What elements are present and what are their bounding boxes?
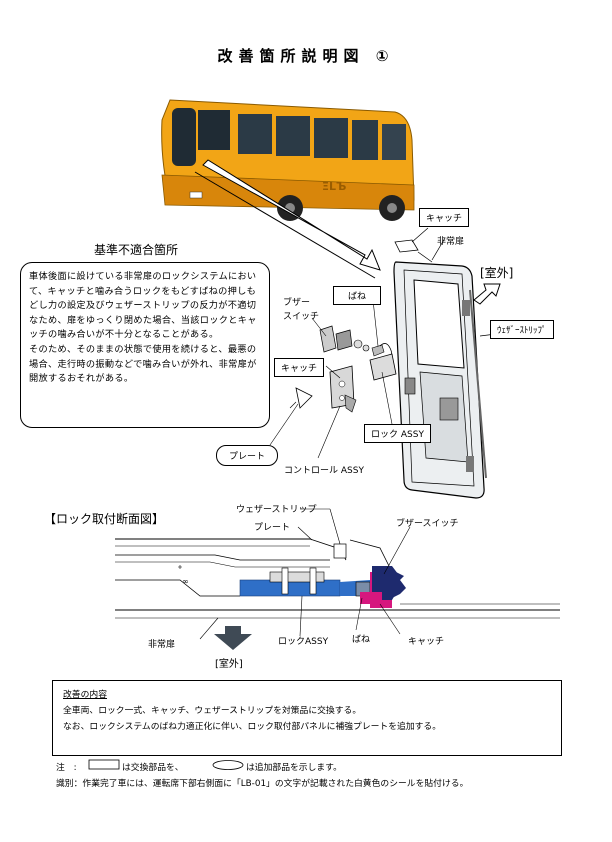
section-spring-label: ばね <box>352 635 371 645</box>
spring-label-top: ばね <box>333 286 382 305</box>
control-assy-label: コントロール ASSY <box>284 466 364 476</box>
note-prefix: 注 : <box>56 763 77 773</box>
page-title: 改善箇所説明図 ① <box>217 47 395 65</box>
section-header: 【ロック取付断面図】 <box>44 512 165 526</box>
nonconforming-header: 基準不適合箇所 <box>94 243 179 257</box>
catch-label-mid: キャッチ <box>274 358 325 377</box>
section-plate-label: プレート <box>254 523 291 533</box>
identification-note: 識別：作業完了車には、運転席下部右側面に「LB-01」の文字が記載された白黄色の… <box>56 779 469 789</box>
exploded-lock-parts <box>289 325 397 413</box>
weather-strip-label-top: ｳｪｻﾞｰｽﾄﾘｯﾌﾟ <box>490 320 554 339</box>
section-emergency-door-label: 非常扉 <box>148 640 176 650</box>
nonconformity-description: 車体後面に設けている非常扉のロックシステムにおいて、キャッチと噛み合うロックをも… <box>20 262 270 428</box>
svg-text:ΞLЪ: ΞLЪ <box>322 180 346 193</box>
section-buzzer-switch-label: ブザースイッチ <box>396 519 459 529</box>
section-lock-assy-label: ロックASSY <box>278 637 329 647</box>
outside-arrow-icon <box>214 626 252 650</box>
bus-illustration: ΞLЪ <box>161 99 415 221</box>
catch-label-top: キャッチ <box>419 208 470 227</box>
improvement-line-1: 全車両、ロック一式、キャッチ、ウェザーストリップを対策品に交換する。 <box>63 706 362 716</box>
section-catch-label: キャッチ <box>408 637 445 647</box>
emergency-door-illustration <box>393 261 487 499</box>
outside-label-top: [室外] <box>480 266 514 280</box>
improvement-heading: 改善の内容 <box>63 690 107 700</box>
emergency-door-label-top: 非常扉 <box>437 237 465 247</box>
lock-assy-label-top: ロック ASSY <box>364 424 431 443</box>
section-outside-label: [室外] <box>215 659 243 670</box>
note-replacement-text: は交換部品を、 <box>122 763 184 773</box>
buzzer-switch-label-top: ブザー スイッチ <box>283 298 320 322</box>
svg-text:∞: ∞ <box>182 577 189 586</box>
improvement-line-2: なお、ロックシステムのばね力適正化に伴い、ロック取付部パネルに補強プレートを追加… <box>63 722 442 732</box>
note-added-text: は追加部品を示します。 <box>246 763 342 773</box>
section-weather-strip-label: ウェザーストリップ <box>236 505 317 515</box>
improvement-box: 改善の内容 全車両、ロック一式、キャッチ、ウェザーストリップを対策品に交換する。… <box>52 680 562 756</box>
plate-label-top: プレート <box>216 445 279 466</box>
cross-section-diagram: ∞ <box>115 538 560 619</box>
